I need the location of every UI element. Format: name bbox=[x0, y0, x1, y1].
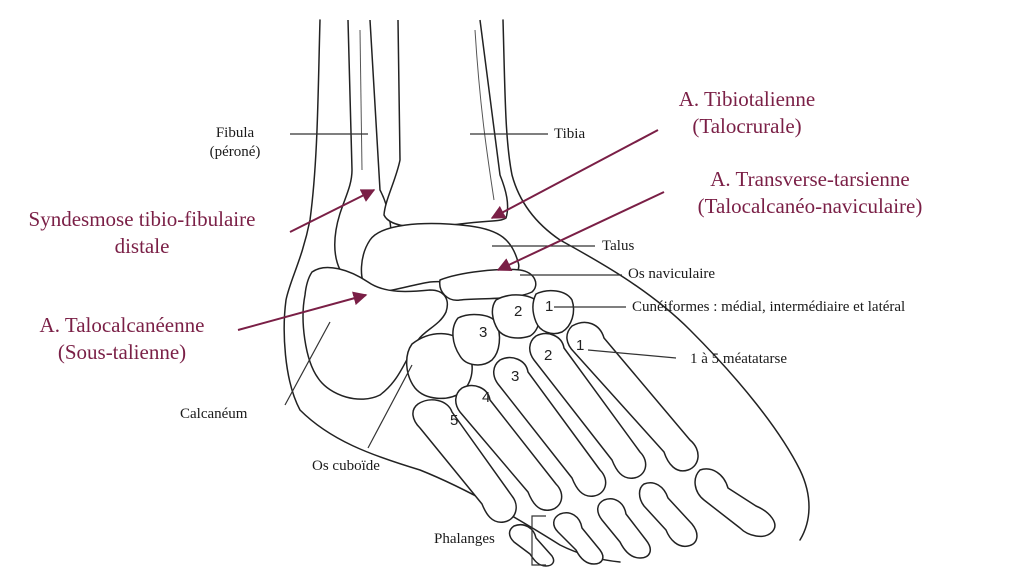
calcaneus-label: Calcanéum bbox=[180, 405, 247, 424]
talocalcaneenne-label: A. Talocalcanéenne (Sous-talienne) bbox=[14, 312, 230, 367]
metatarsal-num-4: 4 bbox=[482, 389, 490, 406]
phalanges-label: Phalanges bbox=[434, 530, 495, 549]
transverse-tarsienne-label: A. Transverse-tarsienne (Talocalcanéo-na… bbox=[660, 166, 960, 221]
syndesmose-label: Syndesmose tibio-fibulaire distale bbox=[2, 206, 282, 261]
metatarsal-num-2: 2 bbox=[544, 347, 552, 364]
cuboid-label: Os cuboïde bbox=[312, 457, 380, 476]
metatarsal-num-1: 1 bbox=[576, 337, 584, 354]
transverse-label-line1: A. Transverse-tarsienne bbox=[660, 166, 960, 193]
metatarsal-label: 1 à 5 méatatarse bbox=[690, 350, 787, 369]
cuneiform-num-1: 1 bbox=[545, 298, 553, 315]
fibula-label-sub: (péroné) bbox=[190, 143, 280, 162]
tibiotalienne-label-line2: (Talocrurale) bbox=[652, 113, 842, 140]
navicular-label: Os naviculaire bbox=[628, 265, 715, 284]
tibiotalienne-label: A. Tibiotalienne (Talocrurale) bbox=[652, 86, 842, 141]
talocalcaneenne-label-line2: (Sous-talienne) bbox=[14, 339, 230, 366]
talus-label: Talus bbox=[602, 237, 634, 256]
syndesmose-label-line1: Syndesmose tibio-fibulaire bbox=[2, 206, 282, 233]
tibia-label: Tibia bbox=[554, 125, 585, 144]
tibia-bone bbox=[384, 20, 508, 227]
cuneiform-num-2: 2 bbox=[514, 303, 522, 320]
fibula-label: Fibula (péroné) bbox=[190, 124, 280, 162]
cuneiform-num-3: 3 bbox=[479, 324, 487, 341]
syndesmose-label-line2: distale bbox=[2, 233, 282, 260]
transverse-label-line2: (Talocalcanéo-naviculaire) bbox=[660, 193, 960, 220]
metatarsal-num-3: 3 bbox=[511, 368, 519, 385]
metatarsal-num-5: 5 bbox=[450, 412, 458, 429]
tibiotalienne-label-line1: A. Tibiotalienne bbox=[652, 86, 842, 113]
cuneiforms-label: Cunéiformes : médial, intermédiaire et l… bbox=[632, 298, 905, 317]
arrow-transverse bbox=[498, 192, 664, 270]
fibula-label-name: Fibula bbox=[190, 124, 280, 143]
talocalcaneenne-label-line1: A. Talocalcanéenne bbox=[14, 312, 230, 339]
